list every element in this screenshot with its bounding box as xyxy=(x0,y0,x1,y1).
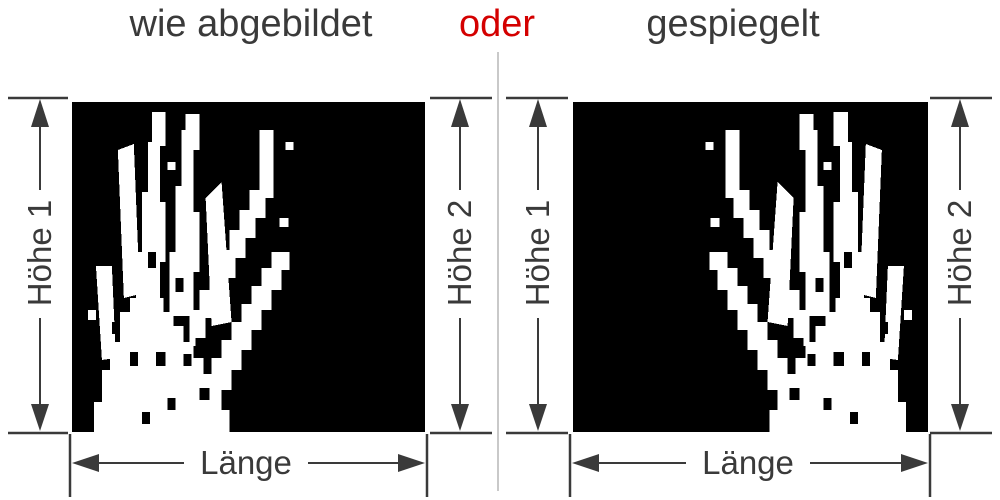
arrow-up-icon xyxy=(529,99,547,127)
arrow-down-icon xyxy=(451,404,469,431)
grass-silhouette-image-mirrored xyxy=(705,112,912,432)
height1-label-left: Höhe 1 xyxy=(21,199,58,307)
length-label-right: Länge xyxy=(686,442,810,484)
option-title-as-shown: wie abgebildet xyxy=(129,3,373,45)
height2-label-right: Höhe 2 xyxy=(941,199,978,307)
grass-silhouette-image xyxy=(87,112,294,432)
arrow-down-icon xyxy=(951,404,969,431)
arrow-right-icon xyxy=(398,454,425,472)
arrow-down-icon xyxy=(529,404,547,431)
arrow-left-icon xyxy=(572,454,599,472)
arrow-right-icon xyxy=(901,454,928,472)
arrow-left-icon xyxy=(72,454,99,472)
image-panel-as-shown xyxy=(72,102,425,432)
option-title-mirrored: gespiegelt xyxy=(646,3,820,45)
arrow-up-icon xyxy=(951,99,969,127)
height1-label-right: Höhe 1 xyxy=(519,199,556,307)
image-panel-mirrored xyxy=(573,102,928,432)
length-label-left: Länge xyxy=(184,442,308,484)
arrow-up-icon xyxy=(451,99,469,127)
height2-label-left: Höhe 2 xyxy=(441,199,478,307)
grass-silhouette xyxy=(87,112,294,432)
arrow-down-icon xyxy=(31,404,49,431)
connector-or-text: oder xyxy=(458,3,536,45)
arrow-up-icon xyxy=(31,99,49,127)
